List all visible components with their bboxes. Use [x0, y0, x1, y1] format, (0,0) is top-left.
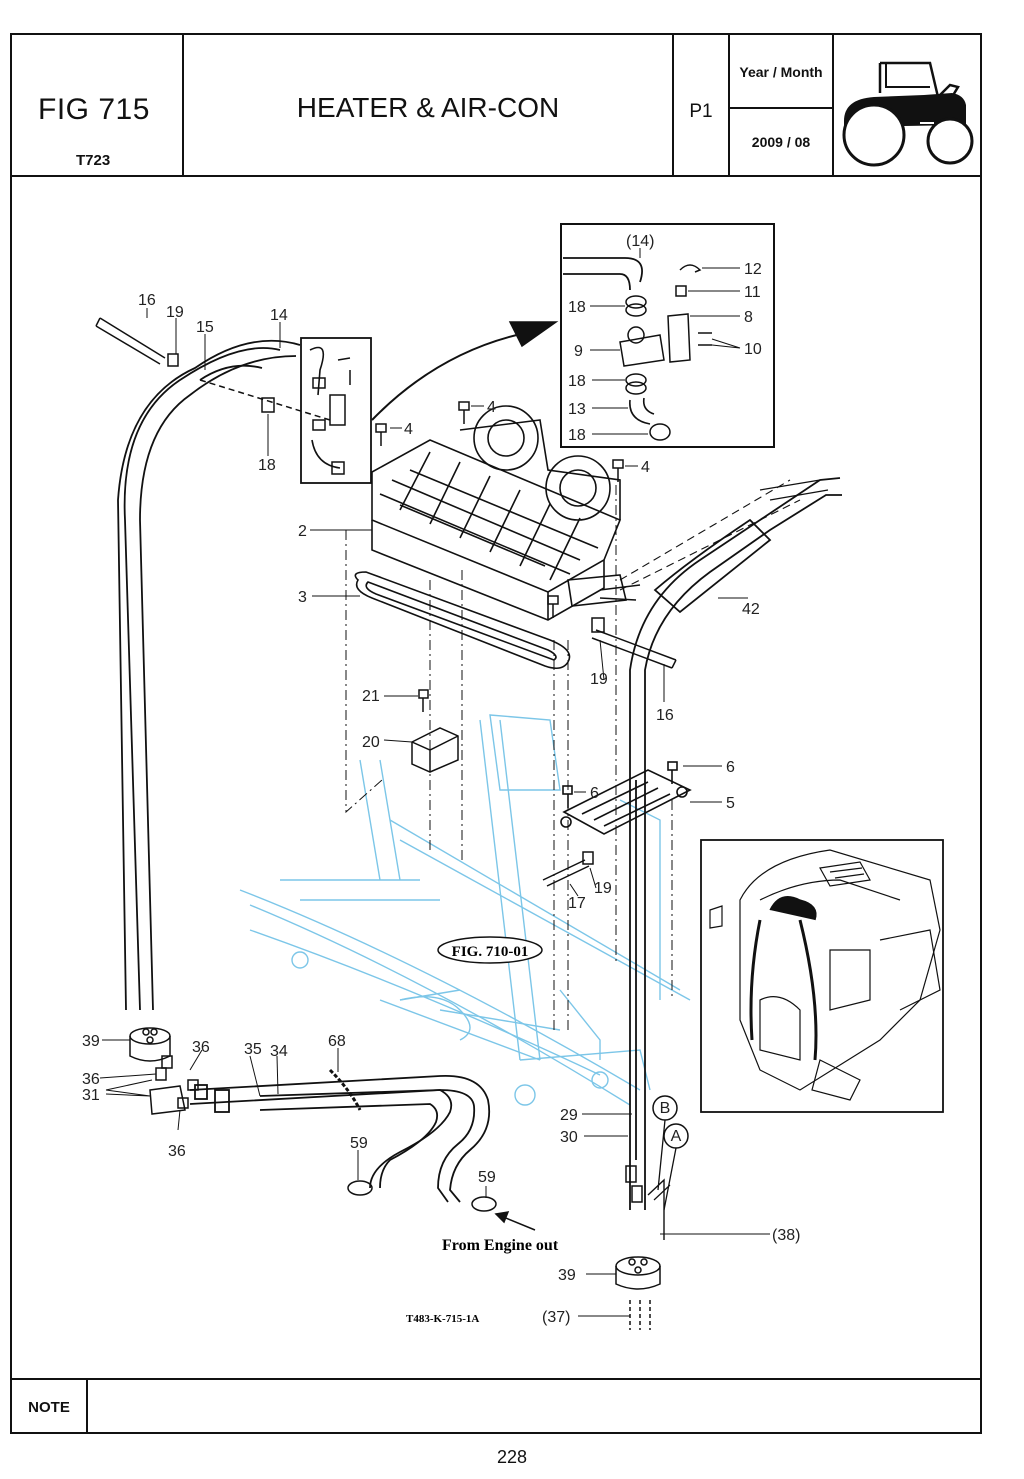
page-cell: P1: [674, 35, 730, 175]
label-21: 21: [362, 688, 380, 705]
page-label: P1: [689, 101, 713, 122]
label-18-inset-a: 18: [568, 299, 586, 316]
label-14: 14: [270, 307, 288, 324]
label-39-right: 39: [558, 1267, 576, 1284]
label-10: 10: [744, 341, 762, 358]
clamp-19-left: [167, 353, 179, 367]
label-19-left: 19: [166, 304, 184, 321]
page-title: HEATER & AIR-CON: [296, 92, 560, 123]
heater-unit-2: [371, 405, 641, 621]
clamp-18-left: [261, 397, 275, 413]
tractor-icon: [842, 61, 974, 167]
label-2: 2: [298, 523, 307, 540]
year-month-cell: Year / Month 2009 / 08: [730, 35, 834, 175]
header-block: FIG 715 T723 HEATER & AIR-CON P1 Year / …: [12, 35, 980, 177]
hose-15: [117, 339, 301, 1011]
label-13: 13: [568, 401, 586, 418]
label-18-inset-b: 18: [568, 373, 586, 390]
label-39-left: 39: [82, 1033, 100, 1050]
label-17: 17: [568, 895, 586, 912]
label-6-a: 6: [590, 785, 599, 802]
fig-cell: FIG 715 T723: [12, 35, 184, 175]
label-19-mid: 19: [590, 671, 608, 688]
model-code: T723: [76, 152, 111, 169]
clamp-59-left: [347, 1180, 373, 1196]
chassis-frame: [239, 714, 691, 1106]
title-cell: HEATER & AIR-CON: [184, 35, 674, 175]
label-5: 5: [726, 795, 735, 812]
label-8: 8: [744, 309, 753, 326]
label-16-left: 16: [138, 292, 156, 309]
mark-B: B: [660, 1100, 671, 1117]
label-34: 34: [270, 1043, 288, 1060]
label-35: 35: [244, 1041, 262, 1058]
label-29: 29: [560, 1107, 578, 1124]
exploded-parts-diagram: 16 19 15 14 18 2 3 4 4 4 (14) 18 9 18 13…: [82, 223, 944, 1330]
label-59-left: 59: [350, 1135, 368, 1152]
label-4-a: 4: [404, 421, 413, 438]
fig-label: FIG 715: [38, 93, 150, 126]
hoses-42: [629, 477, 842, 1160]
label-11: 11: [744, 284, 761, 301]
grommet-39-left: [129, 1027, 171, 1062]
diagram-area: 16 19 15 14 18 2 3 4 4 4 (14) 18 9 18 13…: [12, 175, 980, 1378]
cab-illustration: [709, 849, 941, 1101]
label-59-right: 59: [478, 1169, 496, 1186]
label-42: 42: [742, 601, 760, 618]
wire-68: [328, 1068, 362, 1111]
label-31: 31: [82, 1087, 100, 1104]
tube-16-left: [95, 317, 166, 365]
label-36-b: 36: [82, 1071, 100, 1088]
hoses-34-35: [189, 1075, 491, 1203]
from-engine-label: From Engine out: [442, 1237, 559, 1254]
year-month-label: Year / Month: [739, 64, 823, 80]
page-frame: FIG 715 T723 HEATER & AIR-CON P1 Year / …: [10, 33, 982, 1434]
label-12: 12: [744, 261, 762, 278]
cab-view-box: [700, 839, 944, 1113]
label-15: 15: [196, 319, 214, 336]
drawing-code: T483-K-715-1A: [406, 1313, 479, 1325]
bolts-4: [375, 401, 624, 618]
label-4-b: 4: [487, 399, 496, 416]
clamp-19-low: [582, 851, 594, 865]
label-6-b: 6: [726, 759, 735, 776]
fig-ref-label: FIG. 710-01: [452, 944, 529, 960]
inset-box-small: [300, 337, 372, 484]
clamp-59-right: [471, 1196, 497, 1212]
drain-tube-17: [542, 859, 590, 887]
inset-box-detail: [560, 223, 775, 448]
year-month-value: 2009 / 08: [751, 134, 811, 150]
tractor-logo-cell: [834, 35, 982, 175]
note-label: NOTE: [12, 1380, 88, 1434]
label-3: 3: [298, 589, 307, 606]
label-37: (37): [542, 1309, 570, 1326]
label-20: 20: [362, 734, 380, 751]
manifold-31: [149, 1055, 199, 1115]
label-68: 68: [328, 1033, 346, 1050]
filter-cover-5: [560, 761, 692, 835]
grommet-39-right: [615, 1256, 661, 1290]
label-14-inset: (14): [626, 233, 654, 250]
label-19-low: 19: [594, 880, 612, 897]
note-row: NOTE: [12, 1378, 980, 1434]
page-number: 228: [496, 1447, 528, 1467]
label-16-right: 16: [656, 707, 674, 724]
label-38: (38): [772, 1227, 800, 1244]
label-18-left: 18: [258, 457, 276, 474]
mark-A: A: [671, 1128, 682, 1145]
label-9: 9: [574, 343, 583, 360]
label-30: 30: [560, 1129, 578, 1146]
label-18-inset-c: 18: [568, 427, 586, 444]
fig-ref-oval: [437, 936, 543, 964]
controller-20: [411, 689, 459, 773]
label-36-c: 36: [168, 1143, 186, 1160]
label-4-c: 4: [641, 459, 650, 476]
clamp-19-mid: [591, 617, 605, 633]
label-36-a: 36: [192, 1039, 210, 1056]
